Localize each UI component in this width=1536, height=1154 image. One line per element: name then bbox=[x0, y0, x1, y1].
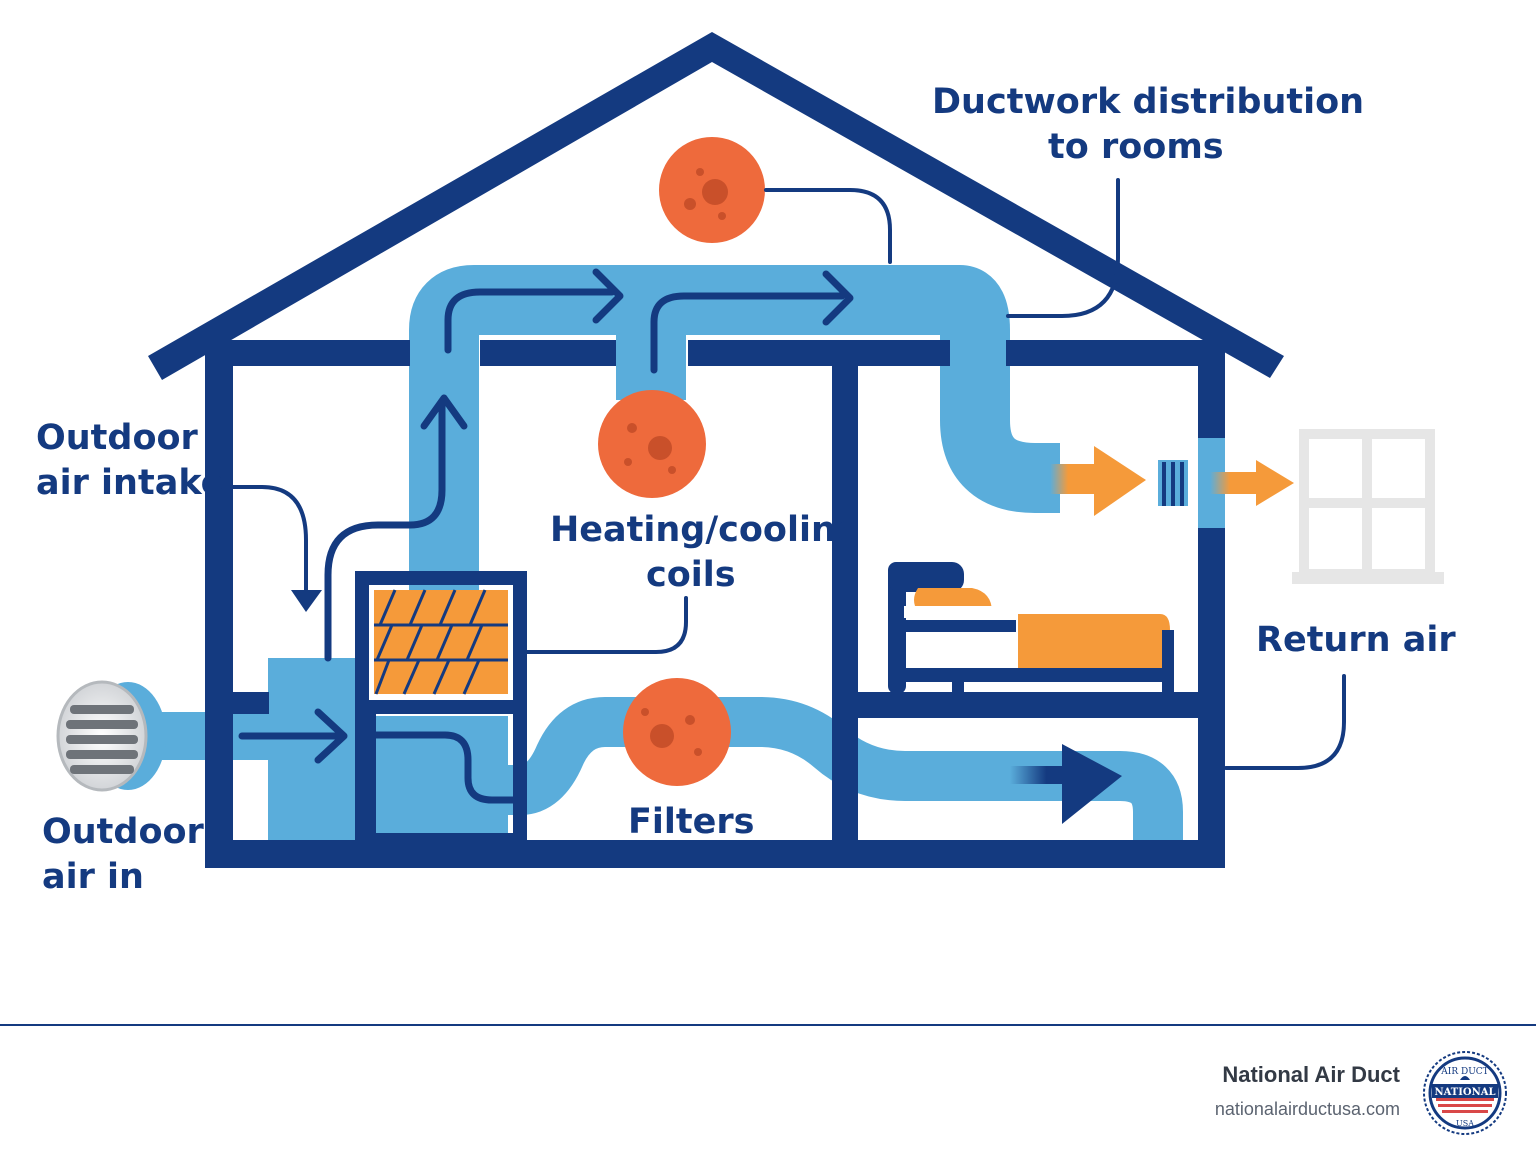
filters-label: Filters bbox=[628, 800, 754, 845]
brand-url: nationalairductusa.com bbox=[1214, 1099, 1400, 1119]
brand-name: National Air Duct bbox=[1222, 1062, 1400, 1087]
ductwork-label-line1: Ductwork distribution bbox=[932, 82, 1365, 122]
ductwork-label-line2: to rooms bbox=[1048, 127, 1224, 167]
vent-icon bbox=[56, 680, 166, 792]
coils-label-line2: coils bbox=[646, 555, 736, 595]
outdoor-air-in-label: Outdoor air in bbox=[42, 810, 204, 900]
seal-text-mid: NATIONAL bbox=[1434, 1087, 1495, 1098]
return-air-label: Return air bbox=[1256, 618, 1456, 663]
leader-line bbox=[230, 178, 1346, 770]
bed-icon bbox=[888, 562, 1174, 694]
particle-icon bbox=[659, 137, 765, 243]
intake-label-line2: air intake bbox=[36, 463, 225, 503]
particle-icon bbox=[598, 390, 706, 498]
intake-label-line1: Outdoor bbox=[36, 418, 198, 458]
footer-divider bbox=[0, 1024, 1536, 1026]
ductwork-label: Ductwork distribution to rooms bbox=[932, 80, 1364, 170]
seal-logo: NATIONAL AIR DUCT USA bbox=[1423, 1051, 1507, 1135]
coils-label: Heating/cooling coils bbox=[550, 508, 861, 598]
arrow-icon bbox=[238, 268, 854, 804]
seal-text-top: AIR DUCT bbox=[1440, 1067, 1488, 1077]
seal-text-bottom: USA bbox=[1456, 1119, 1474, 1128]
arrow-icon bbox=[1050, 446, 1294, 516]
arrow-icon bbox=[1010, 744, 1122, 824]
outdoor-air-intake-label: Outdoor air intake bbox=[36, 416, 224, 506]
window-icon bbox=[1292, 429, 1444, 584]
vent-icon bbox=[1158, 460, 1188, 506]
house-outline bbox=[148, 32, 1284, 868]
arrow-icon bbox=[291, 590, 322, 612]
outdoor-in-line1: Outdoor bbox=[42, 812, 204, 852]
hvac-diagram bbox=[56, 32, 1444, 868]
return-air-text: Return air bbox=[1256, 620, 1456, 660]
particle-icon bbox=[623, 678, 731, 786]
coil-grid-icon bbox=[374, 589, 508, 695]
filters-text: Filters bbox=[628, 802, 755, 842]
coils-label-line1: Heating/cooling bbox=[550, 510, 861, 550]
outdoor-in-line2: air in bbox=[42, 857, 144, 897]
